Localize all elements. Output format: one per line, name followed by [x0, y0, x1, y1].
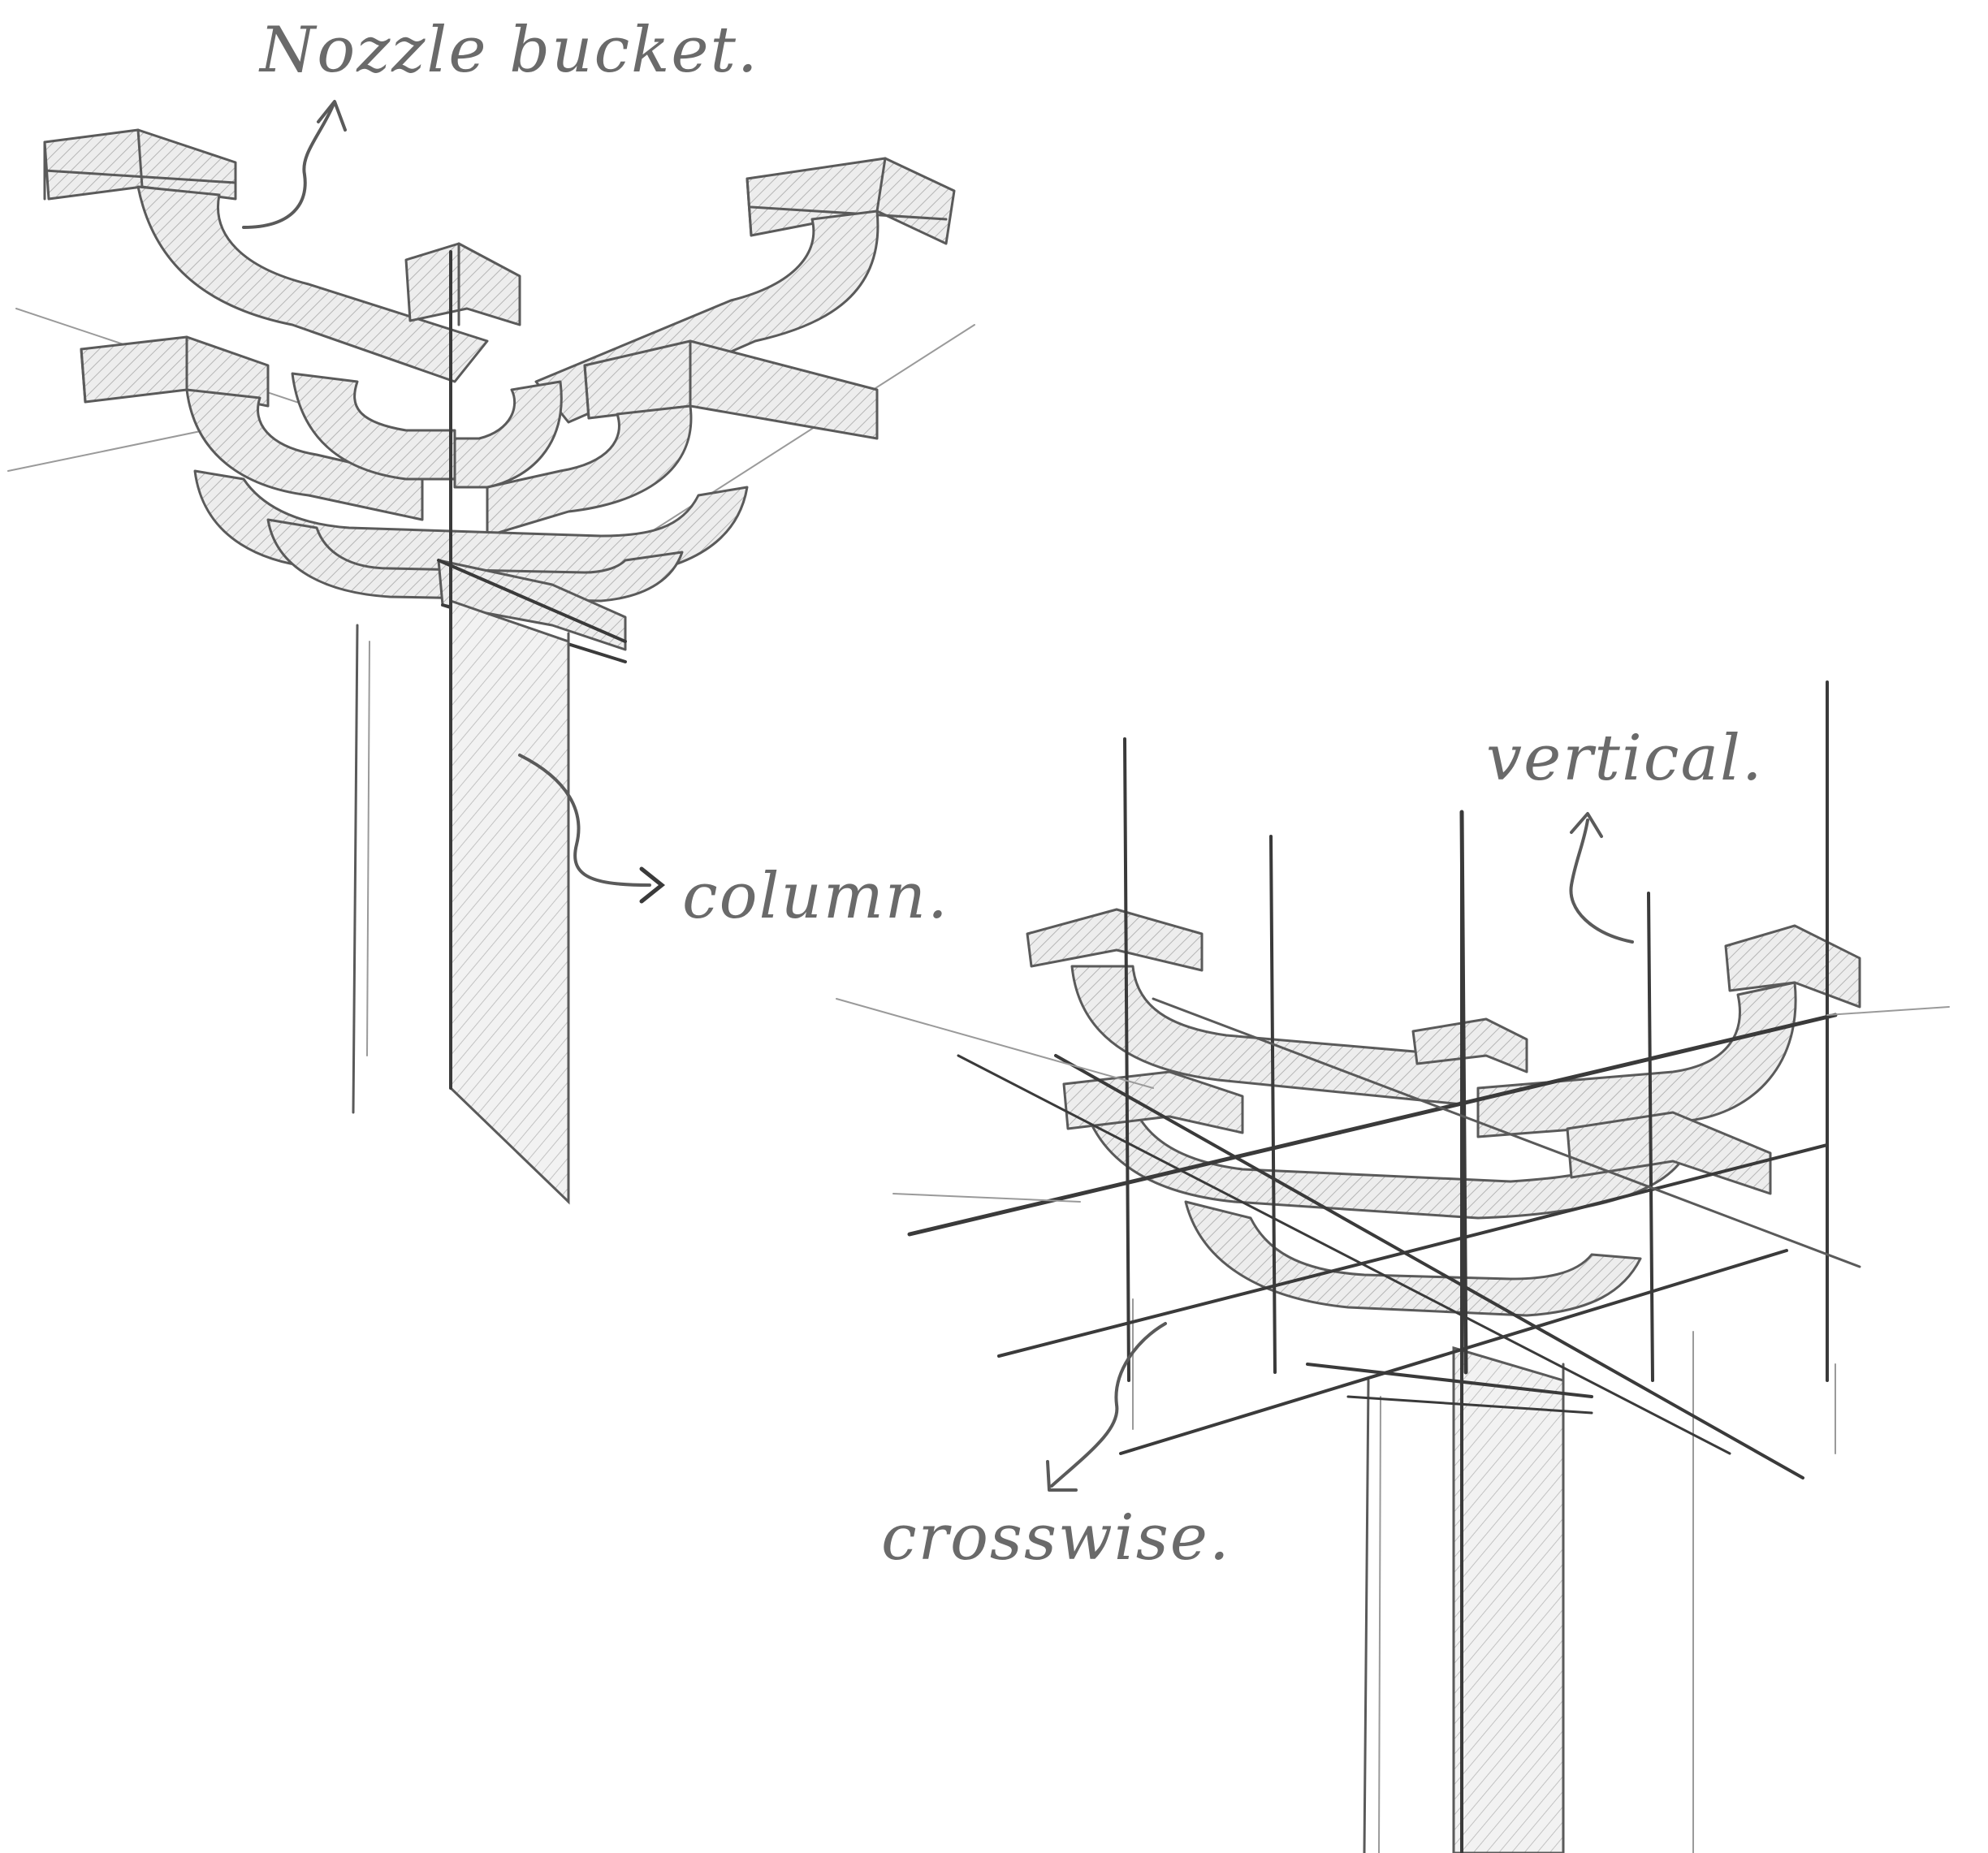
left-bracket-sketch — [7, 100, 975, 1205]
label-nozzle-bucket: Nozzle bucket. — [258, 14, 759, 87]
label-crosswise: crosswise. — [881, 1501, 1231, 1574]
label-vertical: vertical. — [1486, 722, 1764, 795]
right-bracket-sketch — [836, 680, 1950, 1853]
label-column: column. — [682, 860, 949, 933]
